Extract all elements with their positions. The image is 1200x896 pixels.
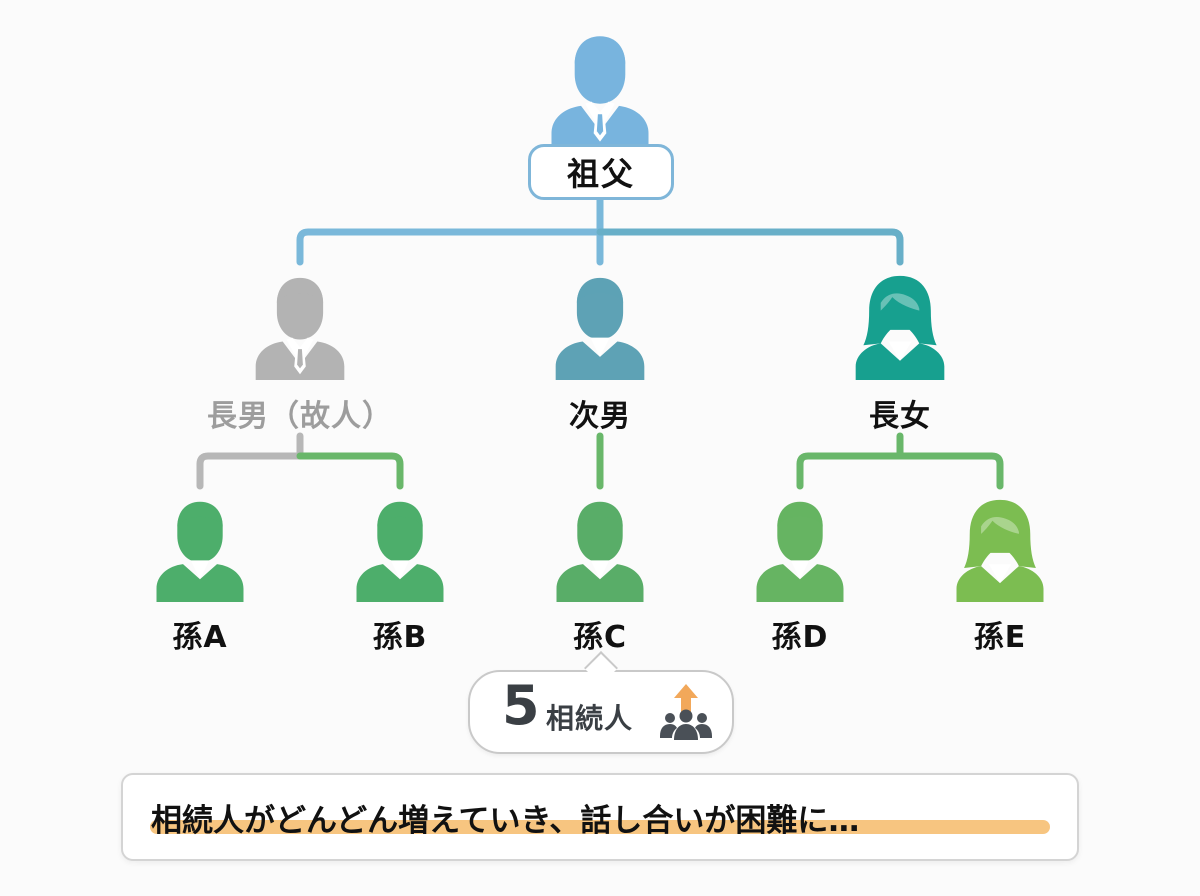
- grandfather-label: 祖父: [528, 144, 674, 200]
- grandchild-b-label: 孫B: [372, 620, 428, 655]
- caption-highlight: [150, 820, 1050, 834]
- eldest-daughter-label: 長女: [869, 399, 931, 434]
- grandchild-c-label: 孫C: [572, 620, 628, 655]
- second-son-icon: [555, 277, 645, 380]
- heir-count-text: 相続人: [546, 702, 634, 735]
- eldest-son-label: 長男（故人）: [207, 399, 393, 434]
- grandchild-d-icon: [756, 501, 844, 602]
- grandchild-e-label: 孫E: [973, 620, 1027, 655]
- grandchild-a-label: 孫A: [172, 620, 228, 655]
- grandchild-e-icon: [956, 499, 1044, 602]
- people-group-with-up-arrow-icon: [660, 684, 712, 740]
- grandfather-icon: [551, 36, 649, 148]
- grandchild-d-label: 孫D: [771, 620, 829, 655]
- grandchild-b-icon: [356, 501, 444, 602]
- caption-text: 相続人がどんどん増えていき、話し合いが困難に…: [151, 803, 860, 839]
- eldest-son-branch-line: [196, 432, 304, 490]
- eldest-son-branch-line-green: [296, 452, 404, 490]
- second-son-label: 次男: [569, 399, 631, 434]
- eldest-daughter-icon: [855, 275, 945, 380]
- grandfather-branch-line-right: [596, 228, 904, 266]
- caption-box: [121, 773, 1079, 861]
- eldest-son-icon: [255, 277, 345, 380]
- heir-count-number: 5: [502, 674, 540, 737]
- grandchild-c-icon: [556, 501, 644, 602]
- grandchild-a-icon: [156, 501, 244, 602]
- eldest-daughter-branch-line: [796, 432, 1004, 490]
